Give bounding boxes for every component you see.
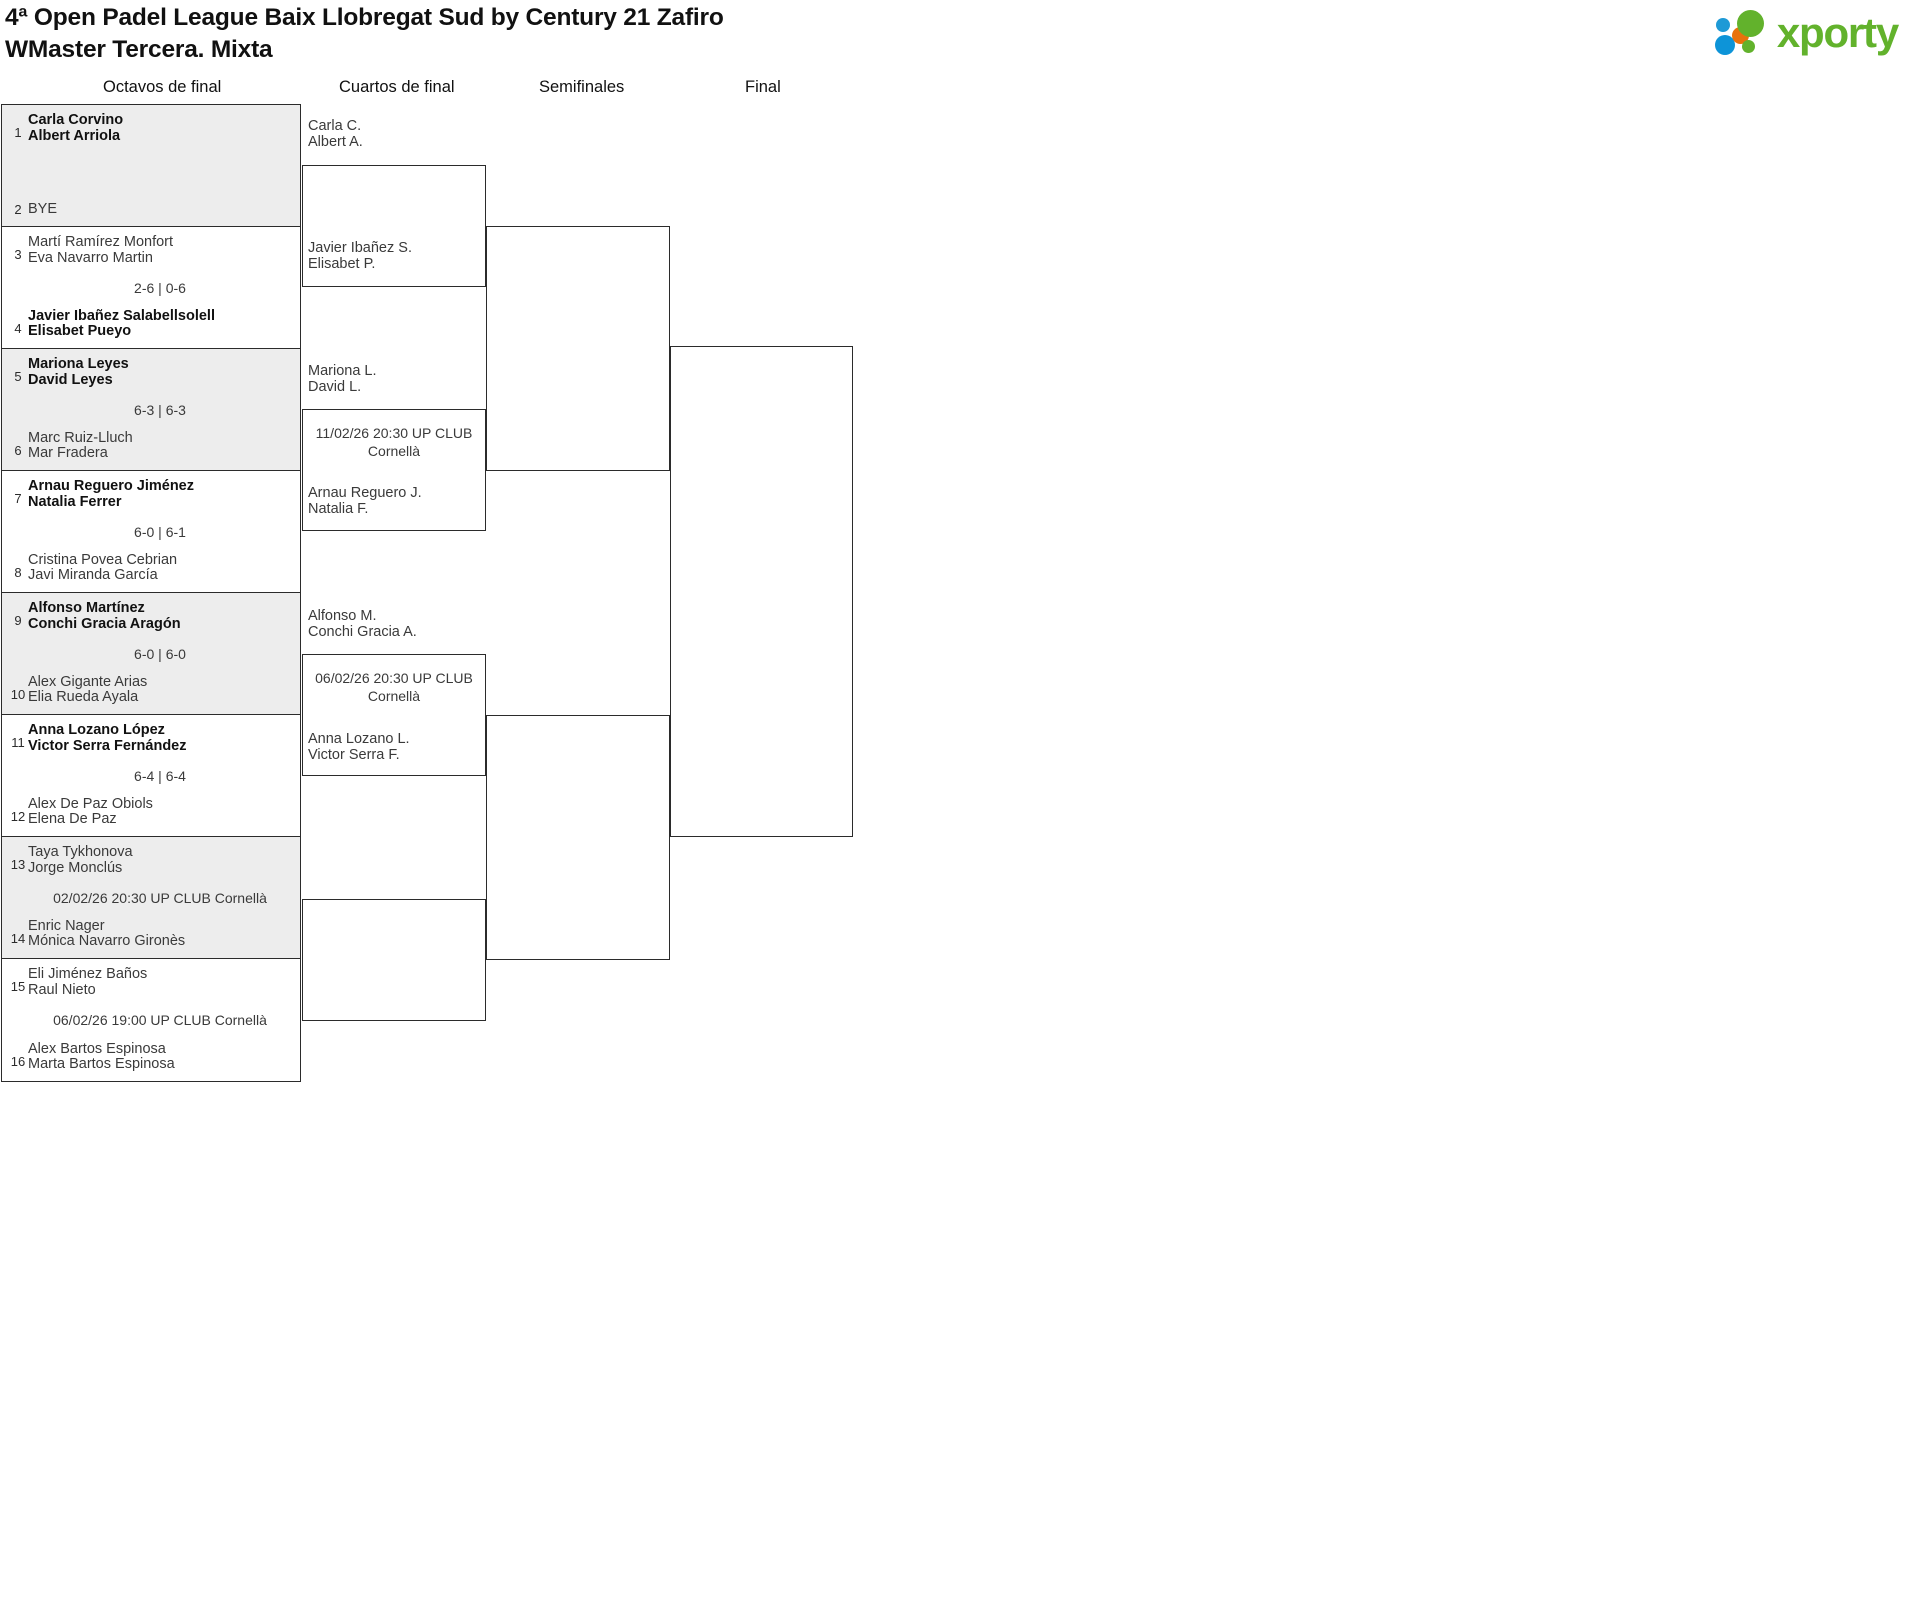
- match-result: 2-6 | 0-6: [134, 279, 186, 296]
- seed-number: 15: [10, 979, 26, 994]
- seed-number: 6: [14, 442, 22, 458]
- team-entry: 12 Alex De Paz Obiols Elena De Paz: [2, 795, 300, 828]
- round-header-semifinales: Semifinales: [539, 78, 625, 96]
- match-box[interactable]: [302, 165, 486, 287]
- team-names: Javier Ibañez Salabellsolell Elisabet Pu…: [28, 307, 215, 340]
- team-names: Carla Corvino Albert Arriola: [28, 112, 124, 144]
- match-result: 6-0 | 6-1: [134, 523, 186, 540]
- team-names: Cristina Povea Cebrian Javi Miranda Garc…: [28, 551, 178, 584]
- match-schedule: 06/02/26 19:00 UP CLUB Cornellà: [53, 1012, 267, 1028]
- xporty-logo[interactable]: xporty: [1714, 8, 1899, 58]
- team-names: Mariona Leyes David Leyes: [28, 356, 129, 388]
- round-header-cuartos: Cuartos de final: [339, 78, 455, 96]
- seed-number: 11: [11, 735, 25, 750]
- team-entry: 15 Eli Jiménez Baños Raul Nieto: [2, 966, 300, 998]
- table-row[interactable]: 7 Arnau Reguero Jiménez Natalia Ferrer 8…: [2, 471, 300, 593]
- team-entry: 4 Javier Ibañez Salabellsolell Elisabet …: [2, 307, 300, 340]
- team-names: Javier Ibañez S. Elisabet P.: [308, 240, 412, 272]
- team-names: Alfonso M. Conchi Gracia A.: [308, 608, 417, 640]
- round-header-octavos: Octavos de final: [103, 78, 222, 96]
- team-entry: 10 Alex Gigante Arias Elia Rueda Ayala: [2, 673, 300, 706]
- team-entry: 6 Marc Ruiz-Lluch Mar Fradera: [2, 429, 300, 462]
- table-row[interactable]: 5 Mariona Leyes David Leyes 6 Marc Ruiz-…: [2, 349, 300, 471]
- seed-number: 8: [14, 564, 22, 580]
- match-result: 6-3 | 6-3: [134, 401, 186, 418]
- team-names: Carla C. Albert A.: [308, 118, 363, 150]
- team-entry: 8 Cristina Povea Cebrian Javi Miranda Ga…: [2, 551, 300, 584]
- match-box[interactable]: 11/02/26 20:30 UP CLUB Cornellà: [302, 409, 486, 531]
- seed-number: 1: [14, 125, 22, 140]
- seed-number: 4: [14, 320, 22, 336]
- seed-number: 3: [14, 247, 22, 262]
- team-entry: 3 Martí Ramírez Monfort Eva Navarro Mart…: [2, 234, 300, 266]
- team-entry: 2 BYE: [2, 201, 300, 218]
- round-1-column: 1 Carla Corvino Albert Arriola 2 BYE 3 M…: [1, 104, 301, 1082]
- logo-dots-icon: [1714, 10, 1770, 56]
- team-entry: 5 Mariona Leyes David Leyes: [2, 356, 300, 388]
- team-entry: 1 Carla Corvino Albert Arriola: [2, 112, 300, 144]
- seed-number: 10: [10, 686, 26, 702]
- seed-number: 13: [10, 857, 26, 872]
- team-names: Anna Lozano L. Victor Serra F.: [308, 731, 410, 763]
- page-title: 4ª Open Padel League Baix Llobregat Sud …: [5, 2, 1105, 66]
- team-names: Alfonso Martínez Conchi Gracia Aragón: [28, 600, 181, 632]
- team-names: Marc Ruiz-Lluch Mar Fradera: [28, 429, 133, 462]
- team-entry: 7 Arnau Reguero Jiménez Natalia Ferrer: [2, 478, 300, 510]
- team-entry: 16 Alex Bartos Espinosa Marta Bartos Esp…: [2, 1040, 300, 1073]
- match-box[interactable]: [302, 899, 486, 1021]
- team-names: Eli Jiménez Baños Raul Nieto: [28, 966, 148, 998]
- team-names: Enric Nager Mónica Navarro Gironès: [28, 917, 186, 950]
- match-schedule: 11/02/26 20:30 UP CLUB Cornellà: [315, 425, 473, 459]
- seed-number: 2: [14, 202, 22, 217]
- team-names: Mariona L. David L.: [308, 363, 377, 395]
- team-names: Anna Lozano López Victor Serra Fernández: [28, 722, 187, 754]
- match-schedule: 02/02/26 20:30 UP CLUB Cornellà: [53, 889, 267, 906]
- team-entry: 9 Alfonso Martínez Conchi Gracia Aragón: [2, 600, 300, 632]
- match-schedule: 06/02/26 20:30 UP CLUB Cornellà: [315, 670, 473, 704]
- team-entry: 14 Enric Nager Mónica Navarro Gironès: [2, 917, 300, 950]
- team-names: Alex Bartos Espinosa Marta Bartos Espino…: [28, 1040, 175, 1073]
- match-box[interactable]: [670, 346, 853, 837]
- table-row[interactable]: 1 Carla Corvino Albert Arriola 2 BYE: [2, 105, 300, 227]
- team-names: Arnau Reguero Jiménez Natalia Ferrer: [28, 478, 194, 510]
- seed-number: 14: [10, 930, 26, 946]
- seed-number: 5: [14, 369, 22, 384]
- team-names: BYE: [28, 201, 58, 217]
- tournament-name: 4ª Open Padel League Baix Llobregat Sud …: [5, 4, 724, 31]
- table-row[interactable]: 13 Taya Tykhonova Jorge Monclús 14 Enric…: [2, 837, 300, 959]
- match-result: 6-4 | 6-4: [134, 767, 186, 784]
- logo-wordmark: xporty: [1776, 9, 1899, 56]
- table-row[interactable]: 15 Eli Jiménez Baños Raul Nieto 16 Alex …: [2, 959, 300, 1081]
- match-box[interactable]: [486, 226, 670, 471]
- table-row[interactable]: 3 Martí Ramírez Monfort Eva Navarro Mart…: [2, 227, 300, 349]
- seed-number: 9: [14, 613, 22, 628]
- seed-number: 16: [10, 1053, 26, 1069]
- seed-number: 12: [10, 808, 26, 824]
- round-header-final: Final: [745, 78, 781, 96]
- team-entry: 11 Anna Lozano López Victor Serra Fernán…: [2, 722, 300, 754]
- seed-number: 7: [14, 491, 22, 506]
- team-names: Alex De Paz Obiols Elena De Paz: [28, 795, 153, 828]
- team-entry: 13 Taya Tykhonova Jorge Monclús: [2, 844, 300, 876]
- team-names: Arnau Reguero J. Natalia F.: [308, 485, 422, 517]
- match-box[interactable]: 06/02/26 20:30 UP CLUB Cornellà: [302, 654, 486, 776]
- match-result: 6-0 | 6-0: [134, 645, 186, 662]
- match-box[interactable]: [486, 715, 670, 960]
- team-names: Taya Tykhonova Jorge Monclús: [28, 844, 133, 876]
- table-row[interactable]: 11 Anna Lozano López Victor Serra Fernán…: [2, 715, 300, 837]
- category-name: WMaster Tercera. Mixta: [5, 36, 273, 63]
- team-names: Martí Ramírez Monfort Eva Navarro Martin: [28, 234, 174, 266]
- table-row[interactable]: 9 Alfonso Martínez Conchi Gracia Aragón …: [2, 593, 300, 715]
- team-names: Alex Gigante Arias Elia Rueda Ayala: [28, 673, 148, 706]
